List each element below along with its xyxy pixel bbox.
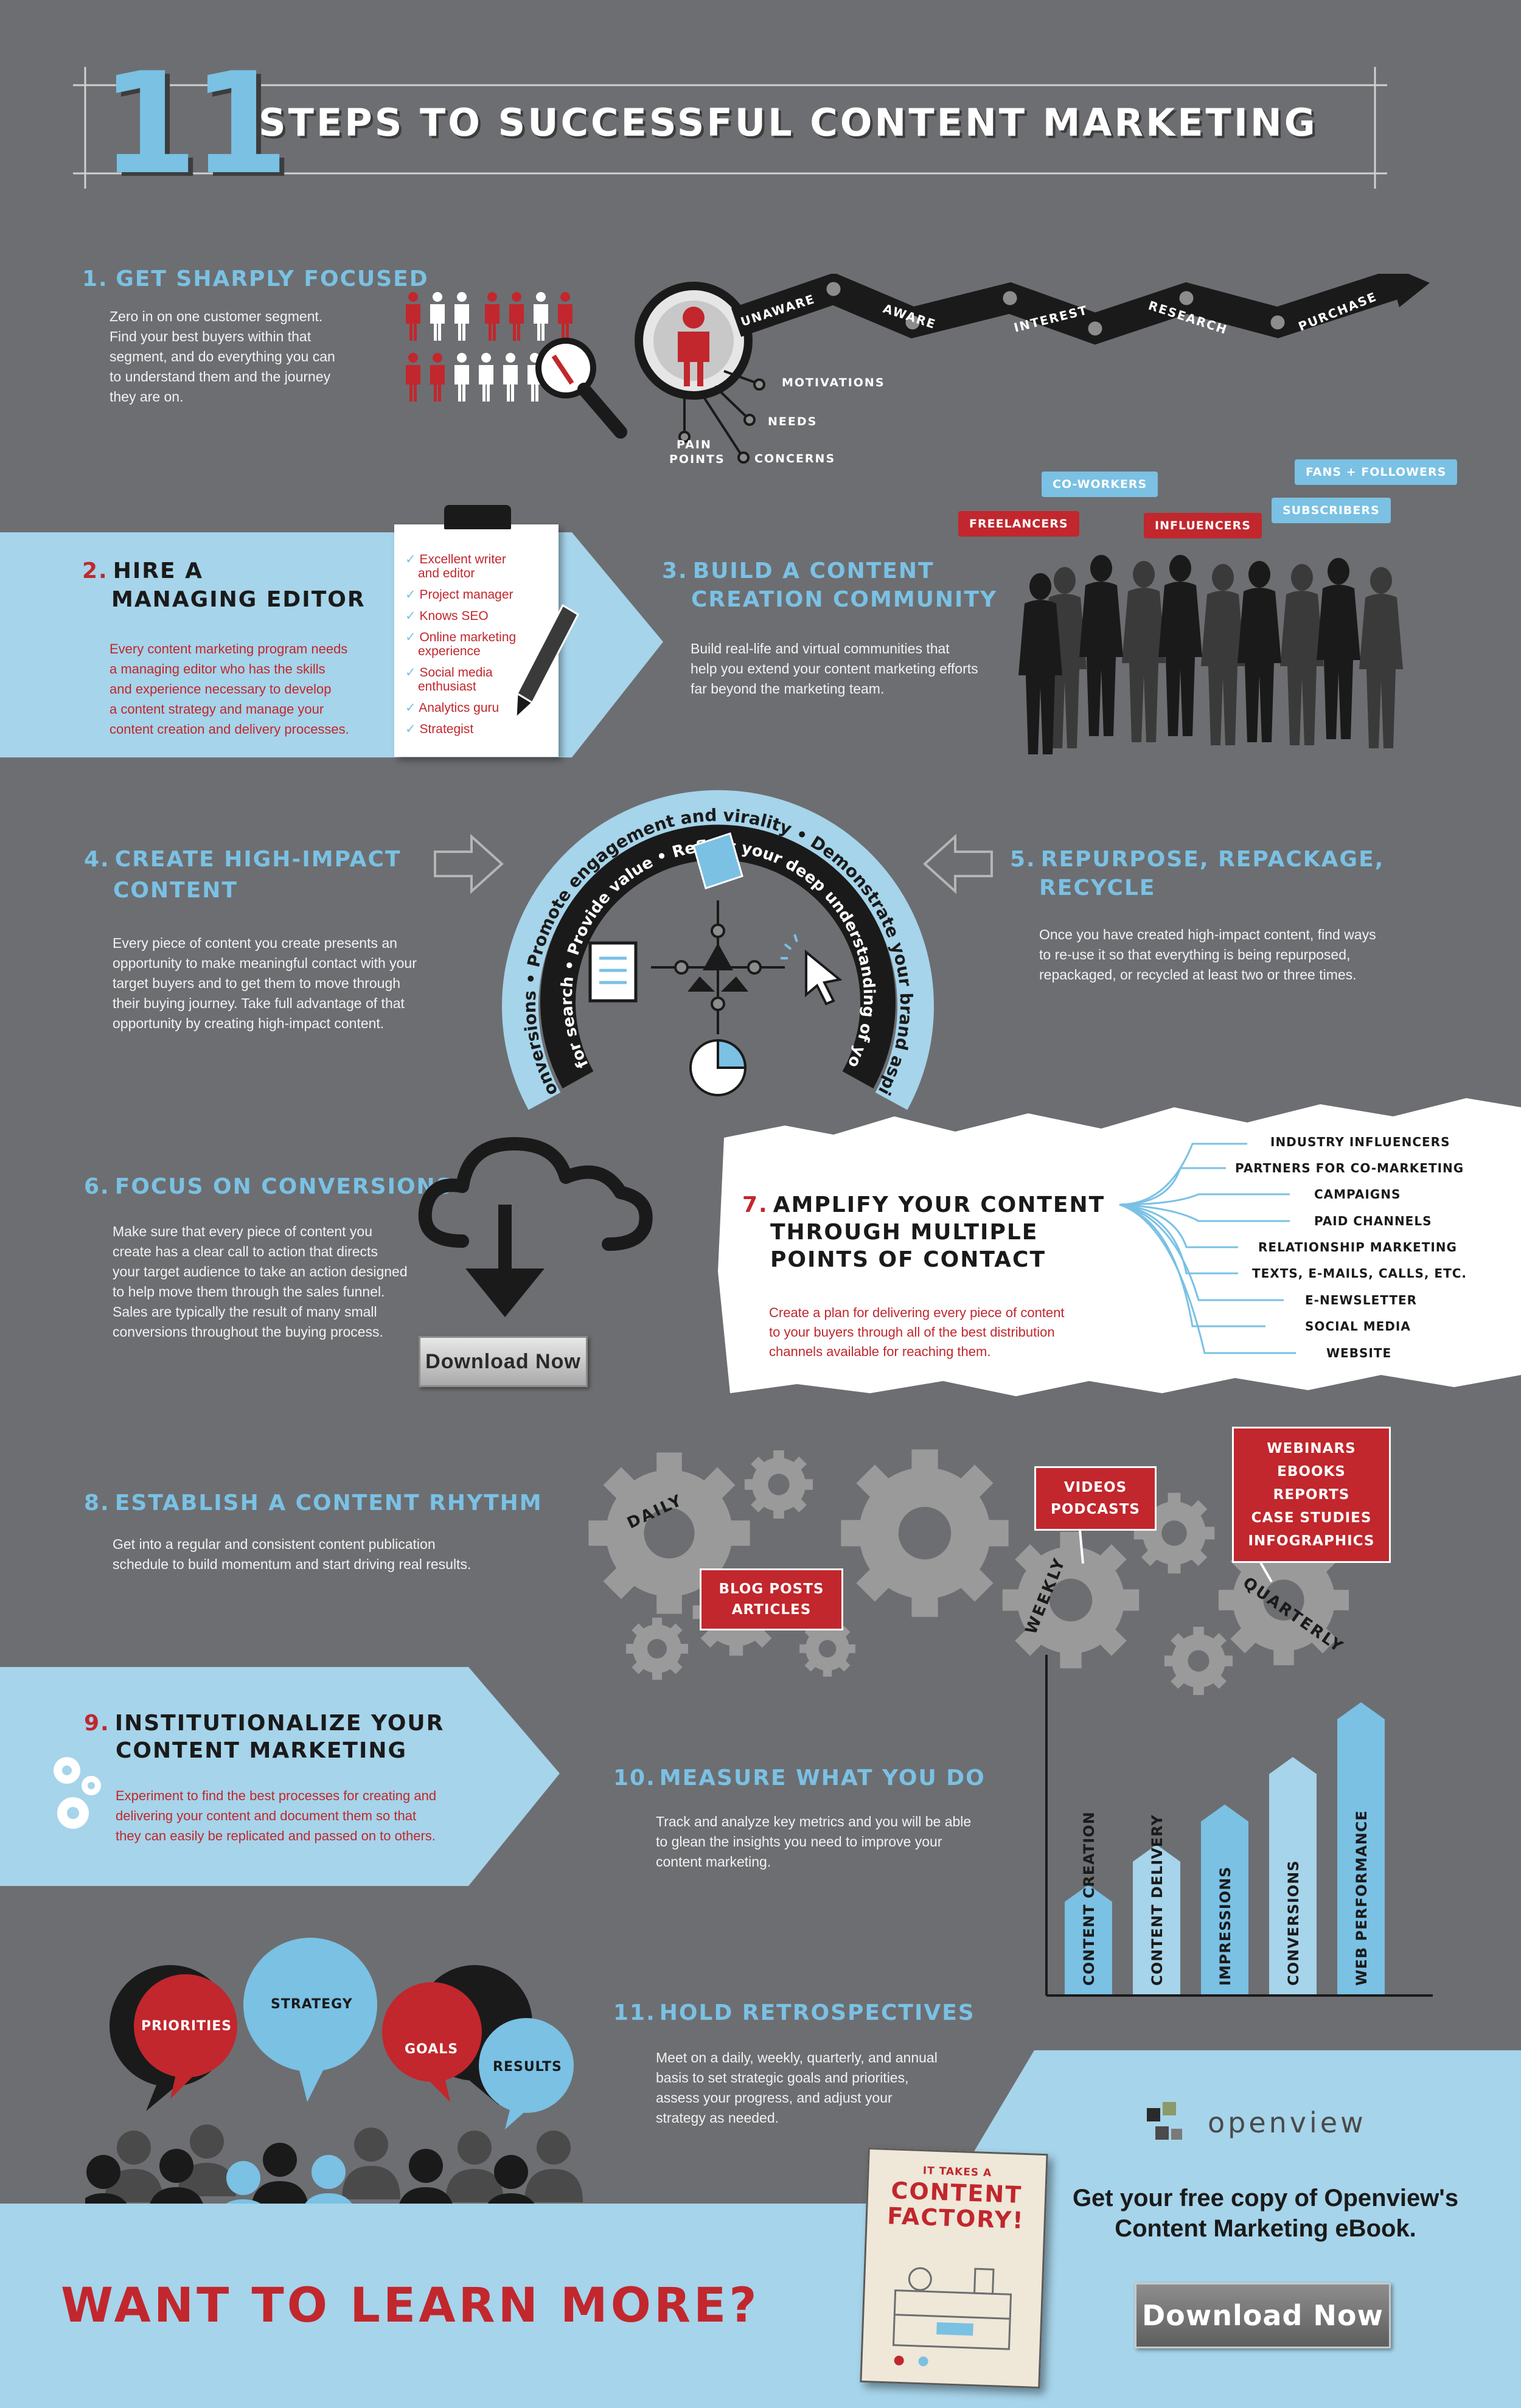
recycle-icon — [687, 943, 748, 992]
metric-bar-content-creation — [1065, 1885, 1112, 1994]
channel-tree-lines — [1119, 1143, 1296, 1354]
tag-subscribers: Subscribers — [1272, 498, 1391, 523]
channel-campaigns: Campaigns — [1314, 1187, 1401, 1202]
channel-website: Website — [1326, 1346, 1392, 1360]
metric-bar-label: CONTENT DELIVERY — [1149, 1814, 1166, 1986]
pen-icon — [515, 604, 579, 720]
arrow-right-outline-icon — [434, 833, 504, 894]
community-silhouettes — [1018, 555, 1403, 754]
metric-bar-conversions — [1269, 1757, 1317, 1994]
step7-body: Create a plan for delivering every piece… — [769, 1305, 1065, 1359]
step11-heading: 11.Hold Retrospectives — [613, 2000, 975, 2025]
download-now-button-footer[interactable]: Download Now — [1135, 2283, 1391, 2348]
attribute-concerns: Concerns — [754, 452, 836, 465]
metric-bar-label: CONTENT CREATION — [1081, 1811, 1098, 1986]
step4-heading: 4.Create High-Impact Content — [84, 847, 402, 903]
quarterly-content-box: Webinars Ebooks Reports Case Studies Inf… — [1232, 1427, 1391, 1563]
step5-heading: 5.Repurpose, Repackage, Recycle — [1010, 847, 1385, 900]
header-frame — [73, 67, 1387, 189]
factory-illustration — [892, 2267, 1012, 2367]
bubble-priorities: Priorities — [141, 2019, 232, 2034]
metric-bar-content-delivery — [1133, 1845, 1180, 1994]
metric-bar-impressions — [1201, 1804, 1248, 1994]
cta-want-to-learn-more: Want to Learn More? — [61, 2278, 760, 2333]
step3-body: Build real-life and virtual communities … — [691, 641, 978, 697]
step2-heading: 2.Hire a Managing Editor — [82, 559, 366, 612]
channel-relationship-marketing: Relationship Marketing — [1258, 1240, 1457, 1254]
step8-body: Get into a regular and consistent conten… — [113, 1536, 472, 1572]
metric-bar-label: WEB PERFORMANCE — [1353, 1810, 1370, 1986]
bubble-goals: Goals — [405, 2042, 459, 2057]
cloud-download-icon — [418, 1137, 653, 1317]
step5-body: Once you have created high-impact conten… — [1039, 927, 1376, 983]
step1-heading: 1. Get Sharply Focused — [82, 266, 429, 291]
small-gears-icon — [54, 1757, 101, 1829]
step2-body: Every content marketing program needs a … — [110, 641, 349, 737]
channel-partners-co-marketing: Partners for Co-Marketing — [1235, 1161, 1464, 1175]
step1-number: 1. — [82, 266, 108, 291]
bubble-strategy: Strategy — [271, 1997, 353, 2012]
torn-paper-panel — [718, 1098, 1521, 1396]
page-title: Steps to Successful Content Marketing — [259, 100, 1318, 145]
step11-body: Meet on a daily, weekly, quarterly, and … — [656, 2050, 938, 2126]
ebook-cover[interactable]: It takes a Content Factory! — [860, 2147, 1048, 2389]
step7-heading: 7.Amplify Your Content Through Multiple … — [742, 1192, 1105, 1272]
speech-bubbles-crowd — [85, 1938, 583, 2233]
openview-logo-icon — [1147, 2102, 1192, 2140]
step9-body: Experiment to find the best processes fo… — [116, 1788, 437, 1843]
header-number: 11 — [100, 43, 289, 206]
step6-heading: 6.Focus on Conversions — [84, 1174, 453, 1199]
buyer-journey-diagram — [635, 274, 1430, 464]
attribute-motivations: Motivations — [782, 376, 885, 389]
channel-e-newsletter: E-Newsletter — [1305, 1293, 1418, 1307]
step1-title: Get Sharply Focused — [116, 266, 429, 291]
metric-bar-label: CONVERSIONS — [1285, 1860, 1302, 1986]
attribute-pain: Pain — [677, 438, 712, 451]
channel-texts-emails-calls: Texts, E-mails, Calls, Etc. — [1252, 1266, 1467, 1281]
bubble-results: Results — [493, 2059, 562, 2075]
step1-body: Zero in on one customer segment. Find yo… — [110, 308, 335, 405]
pie-chart-icon — [689, 1039, 747, 1096]
daily-content-box: Blog Posts Articles — [700, 1568, 843, 1630]
attribute-needs: Needs — [768, 415, 818, 428]
arrow-left-outline-icon — [923, 833, 993, 894]
ebook-offer: Get your free copy of Openview's Content… — [1072, 2185, 1459, 2242]
weekly-content-box: Videos Podcasts — [1034, 1466, 1157, 1531]
openview-brand: openview — [1208, 2106, 1366, 2139]
step3-heading: 3.Build a Content Creation Community — [662, 559, 998, 612]
metric-bar-label: IMPRESSIONS — [1217, 1867, 1234, 1986]
document-icon — [588, 941, 638, 1003]
people-grid-icon — [406, 292, 627, 439]
channel-paid-channels: Paid Channels — [1314, 1214, 1432, 1228]
step9-arrow-band — [0, 1667, 560, 1886]
download-now-button-step6[interactable]: Download Now — [419, 1336, 588, 1387]
tag-freelancers: Freelancers — [958, 511, 1079, 537]
header: 11 Steps to Successful Content Marketing — [73, 55, 1387, 195]
book-icon — [692, 832, 743, 889]
cursor-click-icon — [781, 934, 843, 1006]
step4-body: Every piece of content you create presen… — [113, 935, 417, 1031]
clipboard-clip-icon — [444, 505, 511, 529]
attribute-points: Points — [669, 453, 725, 466]
tag-coworkers: Co-workers — [1042, 472, 1158, 497]
channel-social-media: Social Media — [1305, 1319, 1411, 1334]
step8-heading: 8.Establish a Content Rhythm — [84, 1491, 543, 1515]
step10-heading: 10.Measure What You Do — [613, 1766, 986, 1790]
step6-body: Make sure that every piece of content yo… — [113, 1223, 408, 1340]
step9-heading: 9.Institutionalize Your Content Marketin… — [84, 1711, 445, 1763]
metric-bar-web-performance — [1337, 1702, 1385, 1994]
metrics-bar-chart: CONTENT CREATION CONTENT DELIVERY IMPRESSI… — [1045, 1655, 1433, 1997]
tag-influencers: Influencers — [1144, 513, 1262, 538]
ebook-title-2: Factory! — [886, 2202, 1025, 2234]
channel-industry-influencers: Industry Influencers — [1270, 1135, 1450, 1149]
content-arc: Drive conversions • Promote engagement a… — [499, 748, 934, 1110]
step10-body: Track and analyze key metrics and you wi… — [656, 1814, 972, 1870]
tag-fans-followers: Fans + Followers — [1295, 459, 1458, 485]
